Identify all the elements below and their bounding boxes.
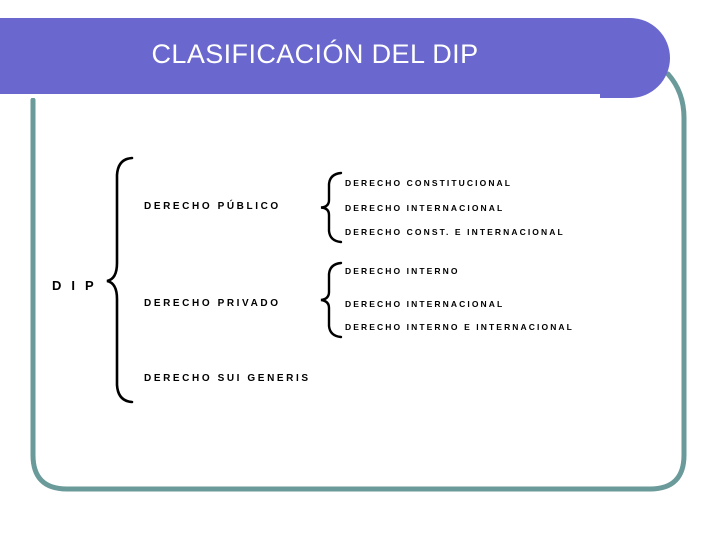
leaf-label-derecho-constitucional: DERECHO CONSTITUCIONAL [345, 178, 513, 188]
branch-label-derecho-privado: DERECHO PRIVADO [144, 298, 281, 309]
branch-label-derecho-publico: DERECHO PÚBLICO [144, 201, 281, 212]
root-brace-icon [106, 156, 134, 404]
leaf-label-derecho-internacional-privado: DERECHO INTERNACIONAL [345, 299, 505, 309]
leaf-label-derecho-interno-e-internacional: DERECHO INTERNO E INTERNACIONAL [345, 322, 574, 332]
branch-brace-icon-privado [320, 261, 343, 339]
branch-label-derecho-sui-generis: DERECHO SUI GENERIS [144, 373, 311, 384]
leaf-label-derecho-interno: DERECHO INTERNO [345, 266, 460, 276]
header-banner: CLASIFICACIÓN DEL DIP [0, 18, 670, 98]
page-title: CLASIFICACIÓN DEL DIP [151, 39, 479, 69]
leaf-label-derecho-const-e-internacional: DERECHO CONST. E INTERNACIONAL [345, 227, 565, 237]
diagram-root-label: D I P [52, 278, 97, 293]
branch-brace-icon-publico [320, 171, 343, 244]
leaf-label-derecho-internacional-publico: DERECHO INTERNACIONAL [345, 203, 505, 213]
frame-path [30, 71, 687, 492]
header-underline [0, 94, 600, 98]
